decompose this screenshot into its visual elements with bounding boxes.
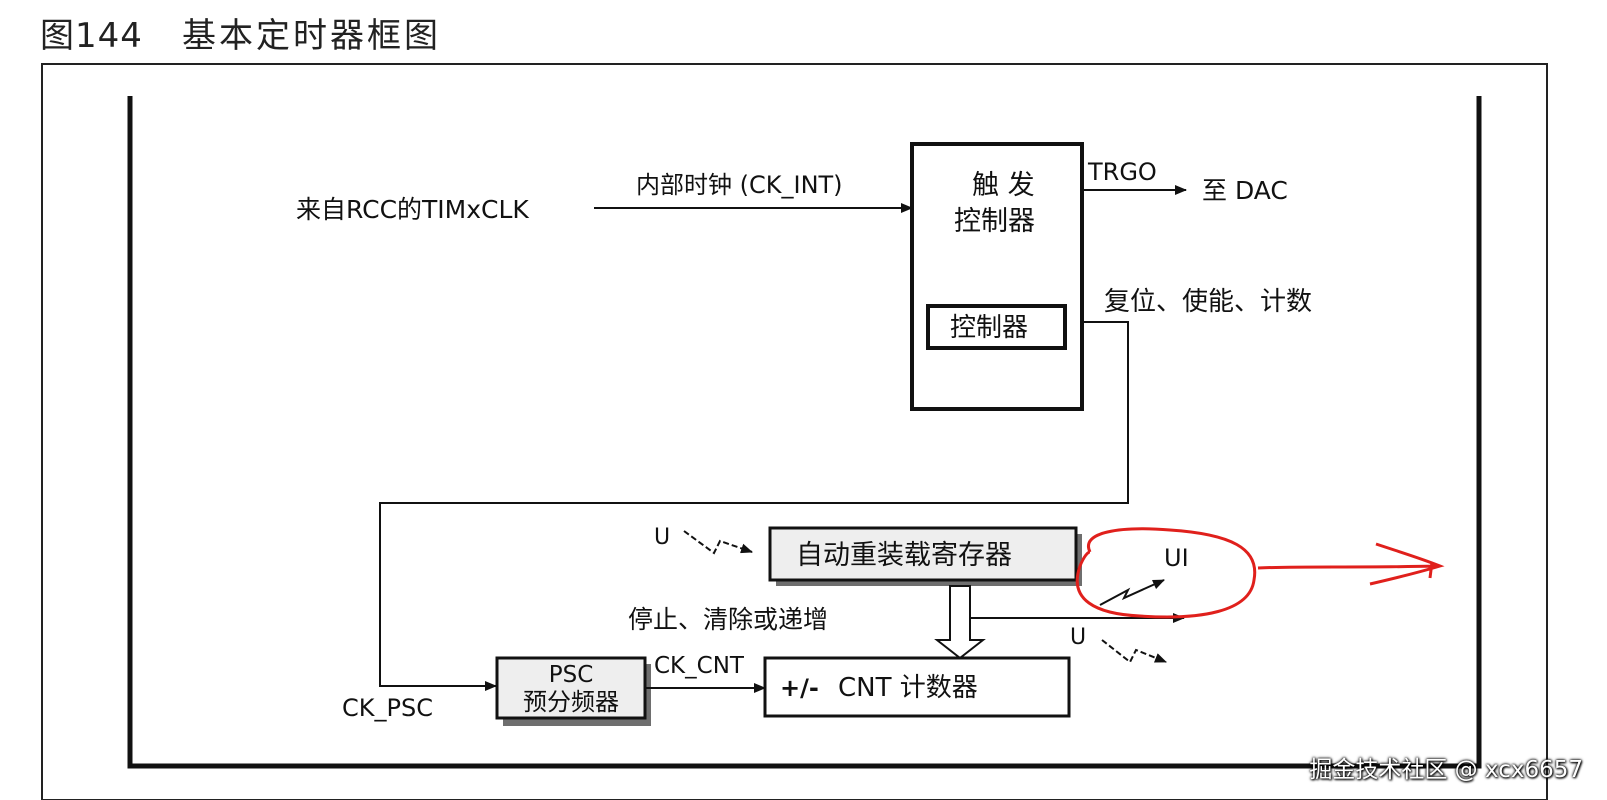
u-top-event-arrow	[683, 530, 753, 555]
outer-frame	[41, 63, 1548, 800]
ck-psc-label: CK_PSC	[342, 694, 433, 722]
figure-number: 图144	[40, 16, 143, 56]
u-top-label: U	[654, 525, 670, 550]
trigger-controller-label-2: 控制器	[954, 206, 1035, 237]
inner-controller-label: 控制器	[950, 313, 1028, 343]
preload-transfer-arrow	[934, 585, 986, 660]
rcc-source-label: 来自RCC的TIMxCLK	[296, 195, 529, 224]
psc-box	[495, 656, 647, 720]
trigger-controller-label-1: 触 发	[972, 170, 1035, 201]
red-arrow-annotation	[1257, 542, 1445, 586]
u-right-event-arrow	[1101, 639, 1167, 664]
counter-sign-label: +/-	[780, 674, 819, 702]
control-feedback-line	[379, 321, 1129, 691]
inner-controller-box	[926, 304, 1067, 350]
auto-reload-box	[768, 526, 1078, 582]
inner-frame	[127, 96, 1482, 769]
internal-clock-label: 内部时钟 (CK_INT)	[636, 171, 843, 199]
trigger-controller-box	[910, 142, 1084, 411]
psc-label-2: 预分频器	[523, 688, 619, 716]
stop-clear-label: 停止、清除或递增	[628, 605, 828, 634]
red-circle-annotation	[1075, 527, 1257, 619]
watermark: 掘金技术社区 @ xcx6657	[1309, 757, 1583, 783]
u-right-label: U	[1070, 625, 1086, 650]
psc-label-1: PSC	[549, 662, 594, 688]
auto-reload-label: 自动重装载寄存器	[796, 540, 1012, 571]
ck-cnt-label: CK_CNT	[654, 653, 745, 679]
counter-box	[763, 656, 1071, 718]
figure-title: 基本定时器框图	[182, 16, 441, 56]
counter-name-label: CNT 计数器	[838, 673, 978, 703]
reset-enable-count-label: 复位、使能、计数	[1104, 287, 1312, 317]
ui-label: UI	[1164, 544, 1189, 572]
ui-event-arrow	[1099, 579, 1165, 606]
to-dac-label: 至 DAC	[1202, 176, 1288, 205]
trgo-label: TRGO	[1087, 158, 1157, 186]
